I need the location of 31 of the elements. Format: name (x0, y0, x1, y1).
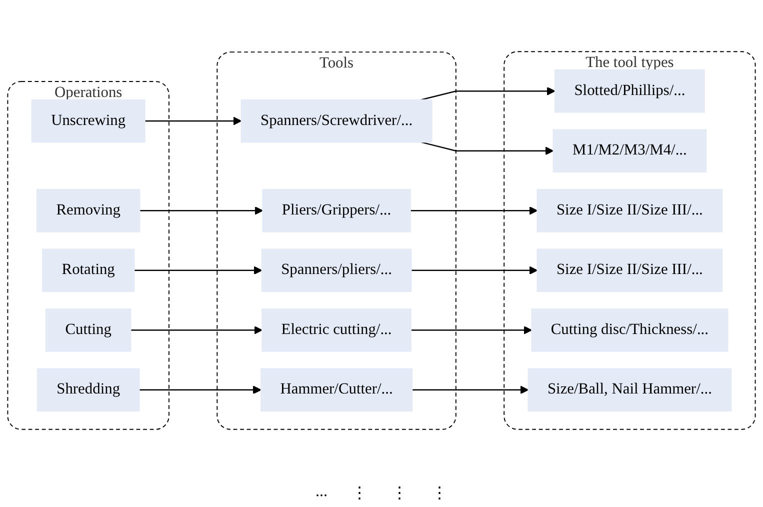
ellipsis-mark: ⋮ (352, 484, 368, 503)
arrow (411, 326, 532, 334)
node-box: Spanners/Screwdriver/... (240, 99, 432, 143)
node-box: Electric cutting/... (262, 308, 412, 352)
node-box: M1/M2/M3/M4/... (552, 129, 707, 173)
arrow (140, 206, 264, 215)
arrow (421, 142, 554, 156)
node-box: Cutting (45, 308, 132, 352)
ellipsis-mark: ... (316, 483, 328, 502)
node-box: Shredding (36, 368, 140, 412)
node-box: Pliers/Grippers/... (262, 188, 411, 232)
node-box: Size I/Size II/Size III/... (536, 248, 723, 292)
node-box: Slotted/Phillips/... (554, 69, 705, 113)
ellipsis-mark: ⋮ (432, 484, 448, 503)
arrow (130, 326, 262, 334)
node-box: Hammer/Cutter/... (260, 368, 413, 412)
arrow (134, 266, 262, 275)
node-box: Unscrewing (31, 99, 146, 143)
node-box: Size I/Size II/Size III/... (536, 188, 723, 232)
node-box: Spanners/pliers/... (261, 248, 412, 292)
node-box: Size/Ball, Nail Hammer/... (528, 368, 732, 412)
arrow (144, 116, 242, 126)
arrow (139, 386, 262, 394)
ellipsis-mark: ⋮ (392, 484, 408, 503)
node-box: Removing (36, 188, 140, 232)
node-box: Rotating (42, 248, 135, 292)
arrow (412, 386, 529, 394)
arrow (411, 266, 538, 275)
arrow (410, 206, 538, 215)
node-box: Cutting disc/Thickness/... (531, 308, 728, 352)
arrow (421, 86, 556, 100)
